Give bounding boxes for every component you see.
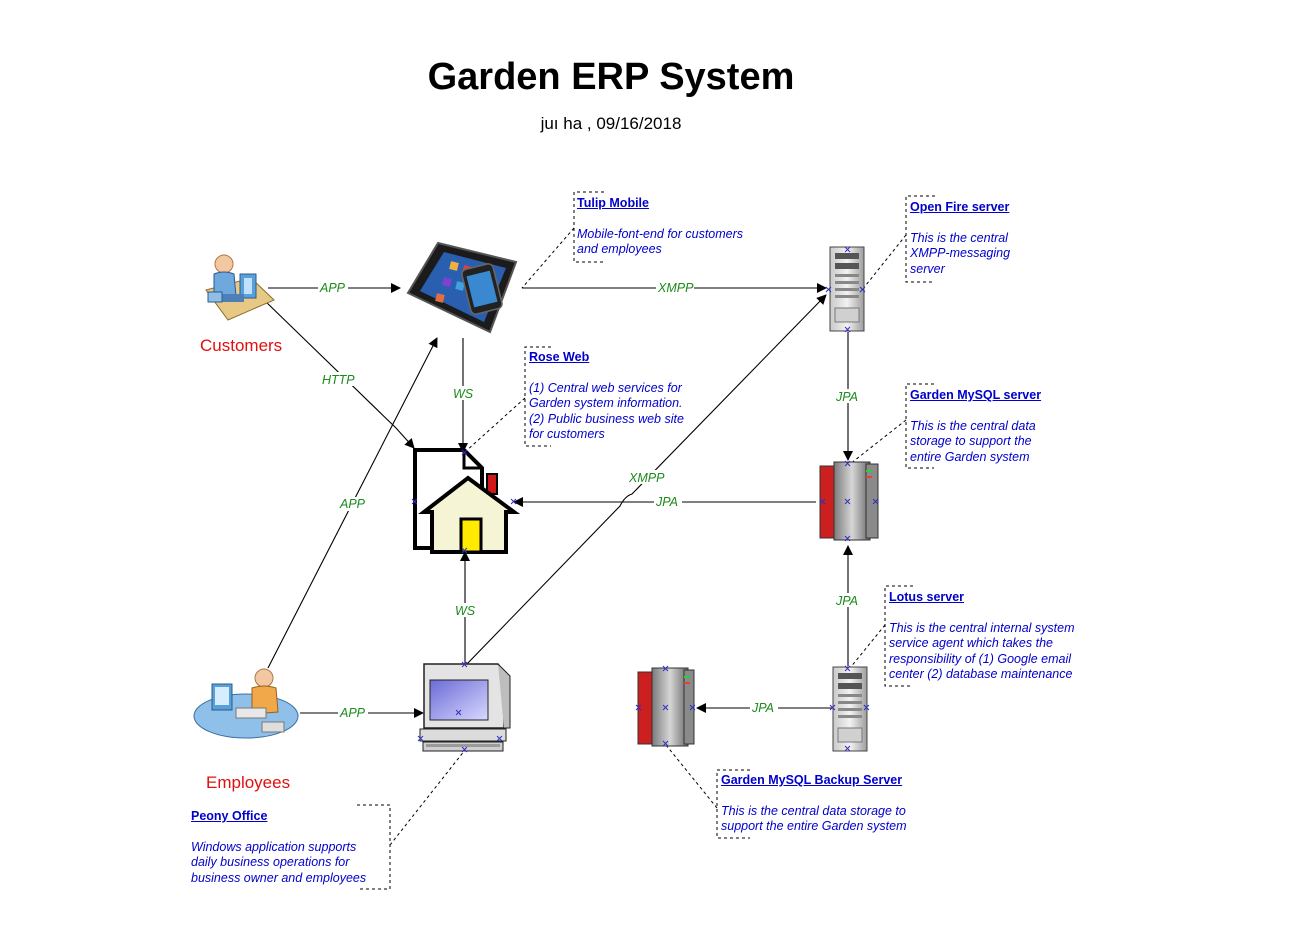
- note-backup-title: Garden MySQL Backup Server: [721, 773, 903, 787]
- customers-label: Customers: [200, 336, 283, 355]
- edge-label-customers-web: HTTP: [322, 373, 355, 387]
- note-rose-line: (2) Public business web site: [529, 411, 684, 426]
- edge-label-pc-web: WS: [455, 604, 476, 618]
- note-lotus-line: This is the central internal system: [889, 620, 1075, 635]
- note-backup-server: Garden MySQL Backup Server This is the c…: [721, 773, 936, 835]
- note-openfire-line: This is the central: [910, 230, 1008, 245]
- note-garden-mysql: Garden MySQL server This is the central …: [910, 388, 1080, 465]
- note-rose-title: Rose Web: [529, 350, 590, 364]
- note-mysql-line: storage to support the: [910, 434, 1032, 448]
- note-peony-line: business owner and employees: [191, 870, 367, 885]
- edge-label-tablet-web: WS: [453, 387, 474, 401]
- edge-labels: APP HTTP XMPP WS APP XMPP JPA JPA WS APP…: [318, 280, 862, 720]
- note-tulip-line: Mobile-font-end for customers: [577, 226, 744, 241]
- employee-person-icon: [193, 668, 299, 739]
- desktop-computer-icon: [419, 663, 511, 752]
- note-lotus-server: Lotus server This is the central interna…: [889, 590, 1104, 683]
- note-openfire-title: Open Fire server: [910, 200, 1010, 214]
- note-tulip-mobile: Tulip Mobile Mobile-font-end for custome…: [577, 196, 767, 258]
- note-tulip-title: Tulip Mobile: [577, 196, 649, 210]
- edge-label-lotus-backup: JPA: [751, 701, 774, 715]
- mysql-server-icon: [819, 461, 879, 541]
- note-backup-line: support the entire Garden system: [721, 819, 907, 833]
- note-peony-title: Peony Office: [191, 809, 268, 823]
- note-mysql-line: This is the central data: [910, 418, 1036, 433]
- note-rose-web: Rose Web (1) Central web services for Ga…: [529, 350, 719, 443]
- note-openfire-line: server: [910, 261, 945, 276]
- note-rose-line: Garden system information.: [529, 396, 683, 410]
- edge-label-employees-tablet: APP: [339, 497, 366, 511]
- lotus-server-icon: [832, 666, 868, 752]
- backup-server-icon: [637, 667, 695, 747]
- note-peony-line: Windows application supports: [191, 839, 357, 854]
- note-open-fire: Open Fire server This is the central XMP…: [910, 200, 1060, 277]
- tablet-icon: [406, 241, 518, 334]
- edge-label-tablet-openfire: XMPP: [657, 281, 694, 295]
- customer-person-icon: [205, 254, 275, 321]
- edge-label-openfire-mysql: JPA: [835, 390, 858, 404]
- note-backup-line: This is the central data storage to: [721, 803, 906, 818]
- connection-point-markers: [411, 246, 879, 753]
- note-rose-line: (1) Central web services for: [529, 380, 682, 395]
- edge-pc-openfire: [465, 294, 827, 666]
- note-mysql-line: entire Garden system: [910, 449, 1030, 464]
- note-lotus-line: service agent which takes the: [889, 636, 1053, 650]
- note-tulip-line: and employees: [577, 242, 662, 256]
- note-rose-line: for customers: [529, 427, 605, 441]
- edge-label-customers-tablet: APP: [319, 281, 346, 295]
- edge-label-employees-pc: APP: [339, 706, 366, 720]
- openfire-server-icon: [829, 246, 865, 332]
- note-peony-office: Peony Office Windows application support…: [191, 809, 386, 886]
- author-date: juı ha , 09/16/2018: [540, 114, 682, 133]
- web-server-icon: [413, 448, 521, 554]
- edge-customers-web: [263, 299, 415, 449]
- employees-label: Employees: [206, 773, 291, 792]
- edge-label-pc-openfire: XMPP: [628, 471, 665, 485]
- note-mysql-title: Garden MySQL server: [910, 388, 1042, 402]
- note-lotus-line: responsibility of (1) Google email: [889, 651, 1072, 666]
- note-lotus-title: Lotus server: [889, 590, 965, 604]
- edge-label-mysql-web: JPA: [655, 495, 678, 509]
- note-lotus-line: center (2) database maintenance: [889, 667, 1073, 681]
- phone-icon: [461, 263, 503, 315]
- edge-label-lotus-mysql: JPA: [835, 594, 858, 608]
- note-openfire-line: XMPP-messaging: [910, 246, 1011, 260]
- note-peony-line: daily business operations for: [191, 855, 350, 869]
- callouts: [357, 191, 935, 890]
- page-title: Garden ERP System: [427, 56, 795, 98]
